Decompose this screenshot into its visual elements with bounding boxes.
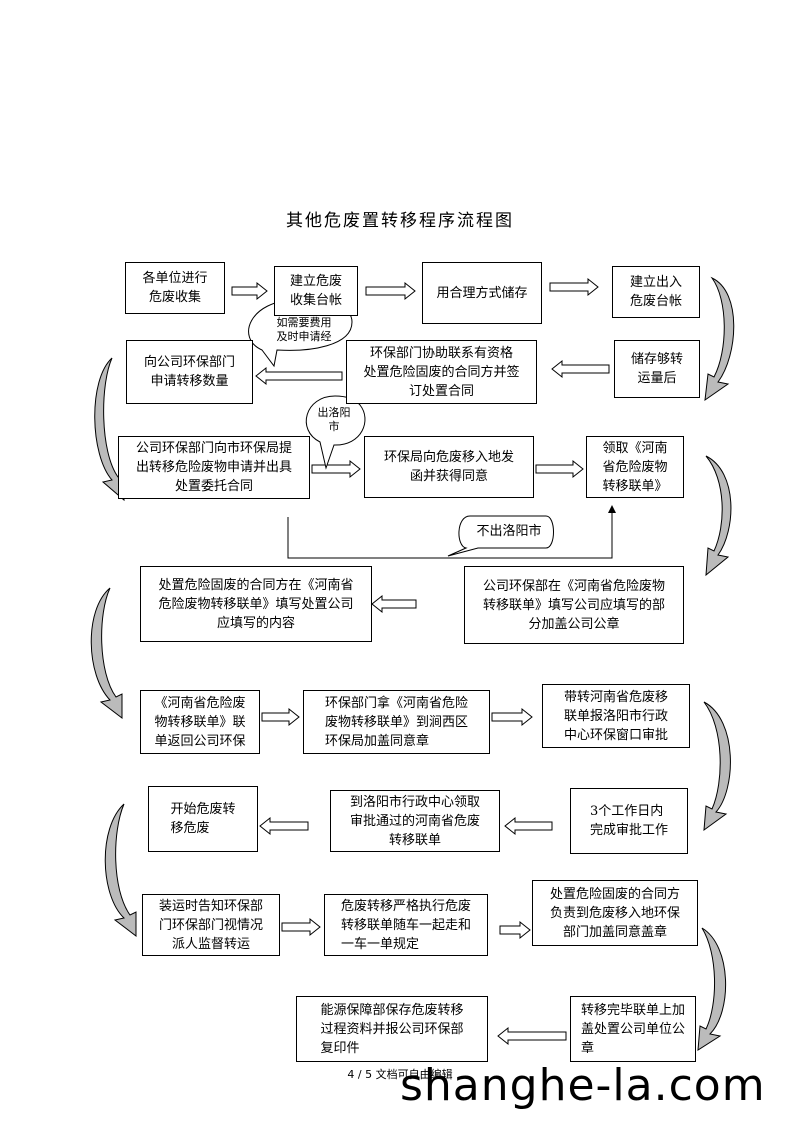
box-apply-city-bureau: 公司环保部门向市环保局提 出转移危险废物申请并出具 处置委托合同 (118, 436, 310, 499)
box-collect: 各单位进行 危废收集 (125, 262, 225, 314)
box-inout-ledger: 建立出入 危废台帐 (612, 266, 700, 318)
curved-arrow-left-1 (94, 357, 125, 502)
box-company-fill-stamp: 公司环保部在《河南省危险废物 转移联单》填写公司应填写的部 分加盖公司公章 (464, 566, 684, 644)
curved-arrow-right-1 (704, 277, 735, 402)
box-final-stamp: 转移完毕联单上加 盖处置公司单位公 章 (570, 996, 696, 1062)
box-submit-approval: 带转河南省危废移 联单报洛阳市行政 中心环保窗口审批 (542, 684, 690, 748)
arrow-right-r7b (499, 920, 531, 940)
arrow-right-r7a (281, 917, 321, 937)
arrow-right-r3a (311, 459, 361, 479)
arrow-right-r1c (549, 277, 599, 297)
box-enough-volume: 储存够转 运量后 (614, 340, 700, 398)
curved-arrow-right-4 (697, 927, 726, 1051)
arrow-right-r5b (491, 707, 533, 727)
arrow-left-r8 (497, 1026, 567, 1046)
page-footer: 4 / 5 文档可自由编辑 (347, 1068, 453, 1081)
curved-arrow-right-3 (703, 701, 731, 832)
box-get-manifest: 领取《河南 省危险废物 转移联单》 (586, 436, 684, 498)
box-manifest-return: 《河南省危险废 物转移联单》联 单返回公司环保 (140, 690, 260, 754)
arrow-left-r4 (371, 594, 417, 614)
box-destination-stamp: 处置危险固废的合同方 负责到危废移入地环保 部门加盖同意盖章 (532, 880, 698, 946)
arrow-left-r2a (551, 359, 610, 379)
box-archive-records: 能源保障部保存危废转移 过程资料并报公司环保部 复印件 (296, 996, 488, 1062)
box-sign-contract: 环保部门协助联系有资格 处置危险固废的合同方并签 订处置合同 (346, 340, 537, 404)
box-jianxi-stamp: 环保部门拿《河南省危险 废物转移联单》到涧西区 环保局加盖同意章 (303, 690, 490, 754)
arrow-left-r6b (259, 816, 309, 836)
callout-text-not-out-of-luoyang: 不出洛阳市 (476, 524, 542, 539)
arrow-right-r1a (231, 281, 268, 301)
box-collection-ledger: 建立危废 收集台帐 (274, 266, 358, 316)
curved-arrow-left-3 (104, 803, 137, 938)
arrow-right-r3b (535, 459, 584, 479)
box-collect-approved: 到洛阳市行政中心领取 审批通过的河南省危废 转移联单 (330, 790, 500, 852)
callout-text-out-of-luoyang: 出洛阳 市 (317, 406, 351, 433)
curved-arrow-right-2 (705, 455, 732, 577)
arrow-left-r2b (255, 366, 343, 386)
box-letter-approval: 环保局向危废移入地发 函并获得同意 (364, 436, 534, 498)
arrow-right-r5a (261, 707, 300, 727)
box-apply-quantity: 向公司环保部门 申请转移数量 (126, 340, 253, 404)
arrow-left-r6a (504, 816, 553, 836)
branch-line (287, 505, 616, 559)
curved-arrow-left-2 (90, 587, 123, 720)
arrow-right-r1b (365, 281, 416, 301)
page-title: 其他危废置转移程序流程图 (286, 211, 514, 231)
box-start-transfer: 开始危废转 移危废 (148, 786, 258, 852)
watermark-text: shanghe-la.com (400, 1060, 766, 1111)
callout-bubble-3 (447, 515, 554, 557)
box-one-manifest-per-car: 危废转移严格执行危废 转移联单随车一起走和 一车一单规定 (324, 894, 488, 956)
box-three-days: 3个工作日内 完成审批工作 (570, 788, 688, 854)
callout-text-funding: 如需要费用 及时申请经 (276, 316, 332, 343)
box-storage: 用合理方式储存 (422, 262, 542, 324)
box-disposer-fill: 处置危险固废的合同方在《河南省 危险废物转移联单》填写处置公司 应填写的内容 (140, 566, 372, 642)
box-notify-supervise: 装运时告知环保部 门环保部门视情况 派人监督转运 (142, 894, 280, 956)
